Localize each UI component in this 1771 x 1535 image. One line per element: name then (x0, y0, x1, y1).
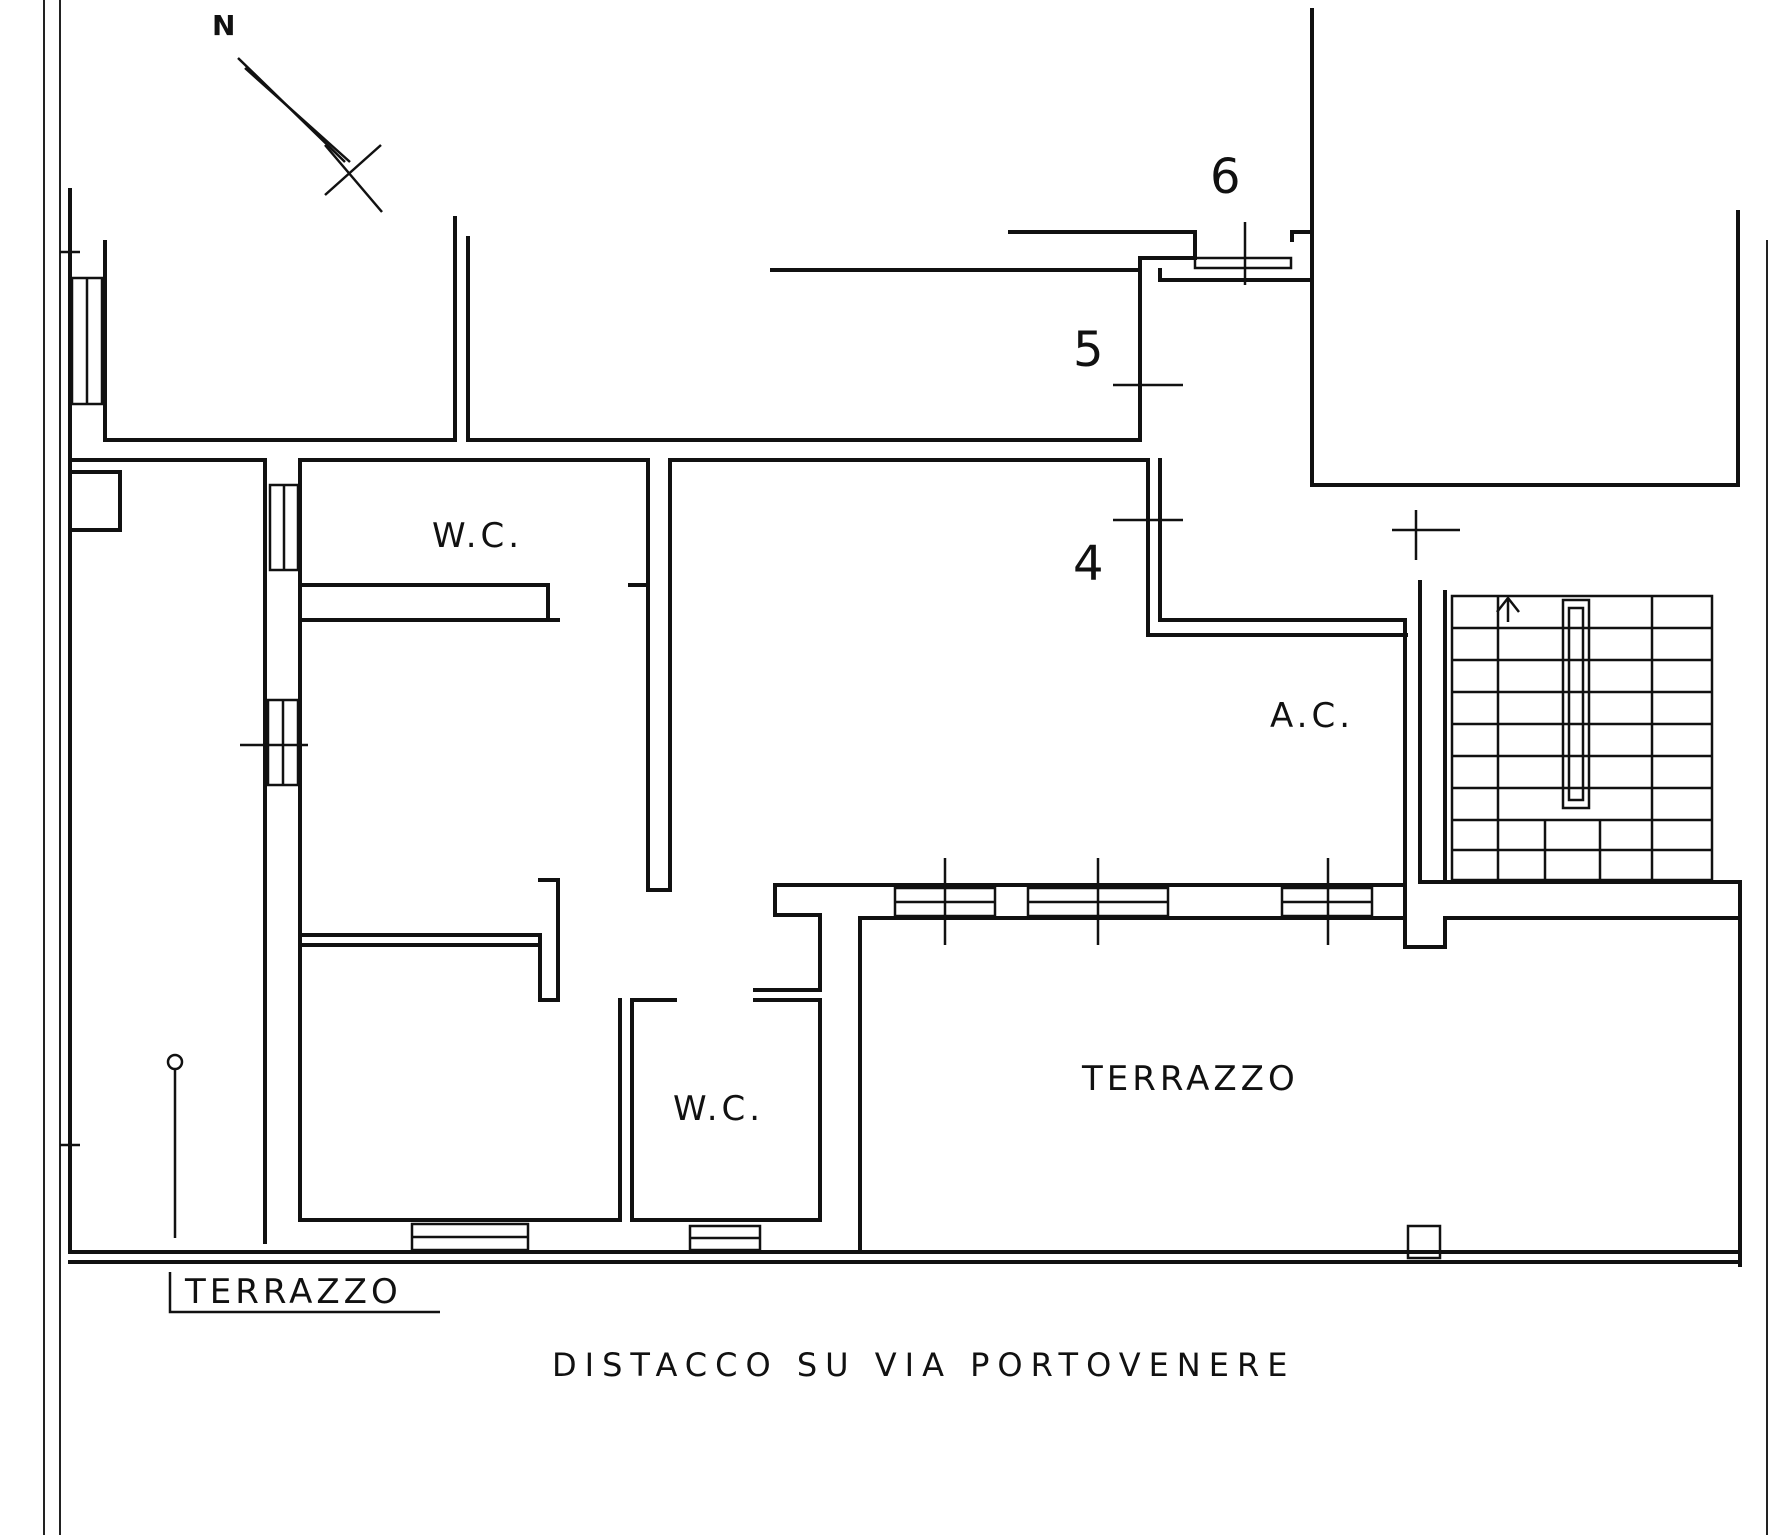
wc-lower-label: W.C. (673, 1089, 764, 1129)
marker-ticks (60, 222, 1460, 1147)
exterior-walls (68, 188, 1742, 1267)
terrazzo-left-label: TERRAZZO (184, 1272, 402, 1312)
street-label: DISTACCO SU VIA PORTOVENERE (552, 1346, 1295, 1384)
terrace-callout (168, 1272, 440, 1314)
openings (70, 256, 1442, 1260)
stair-direction-arrow-icon (1496, 595, 1520, 622)
ac-label: A.C. (1270, 696, 1354, 736)
north-arrow-icon (237, 57, 383, 213)
staircase (1450, 594, 1714, 882)
terrazzo-main-label: TERRAZZO (1081, 1059, 1299, 1099)
sheet-frame (43, 0, 1768, 1535)
interior-walls (68, 458, 1742, 1254)
marker-5-label: 5 (1073, 322, 1104, 378)
marker-6-label: 6 (1210, 149, 1241, 205)
level-marker-icon (166, 1053, 184, 1238)
wc-upper-label: W.C. (432, 516, 523, 556)
upper-walls (103, 8, 1740, 487)
marker-4-label: 4 (1073, 536, 1104, 592)
north-label: N (212, 9, 235, 42)
